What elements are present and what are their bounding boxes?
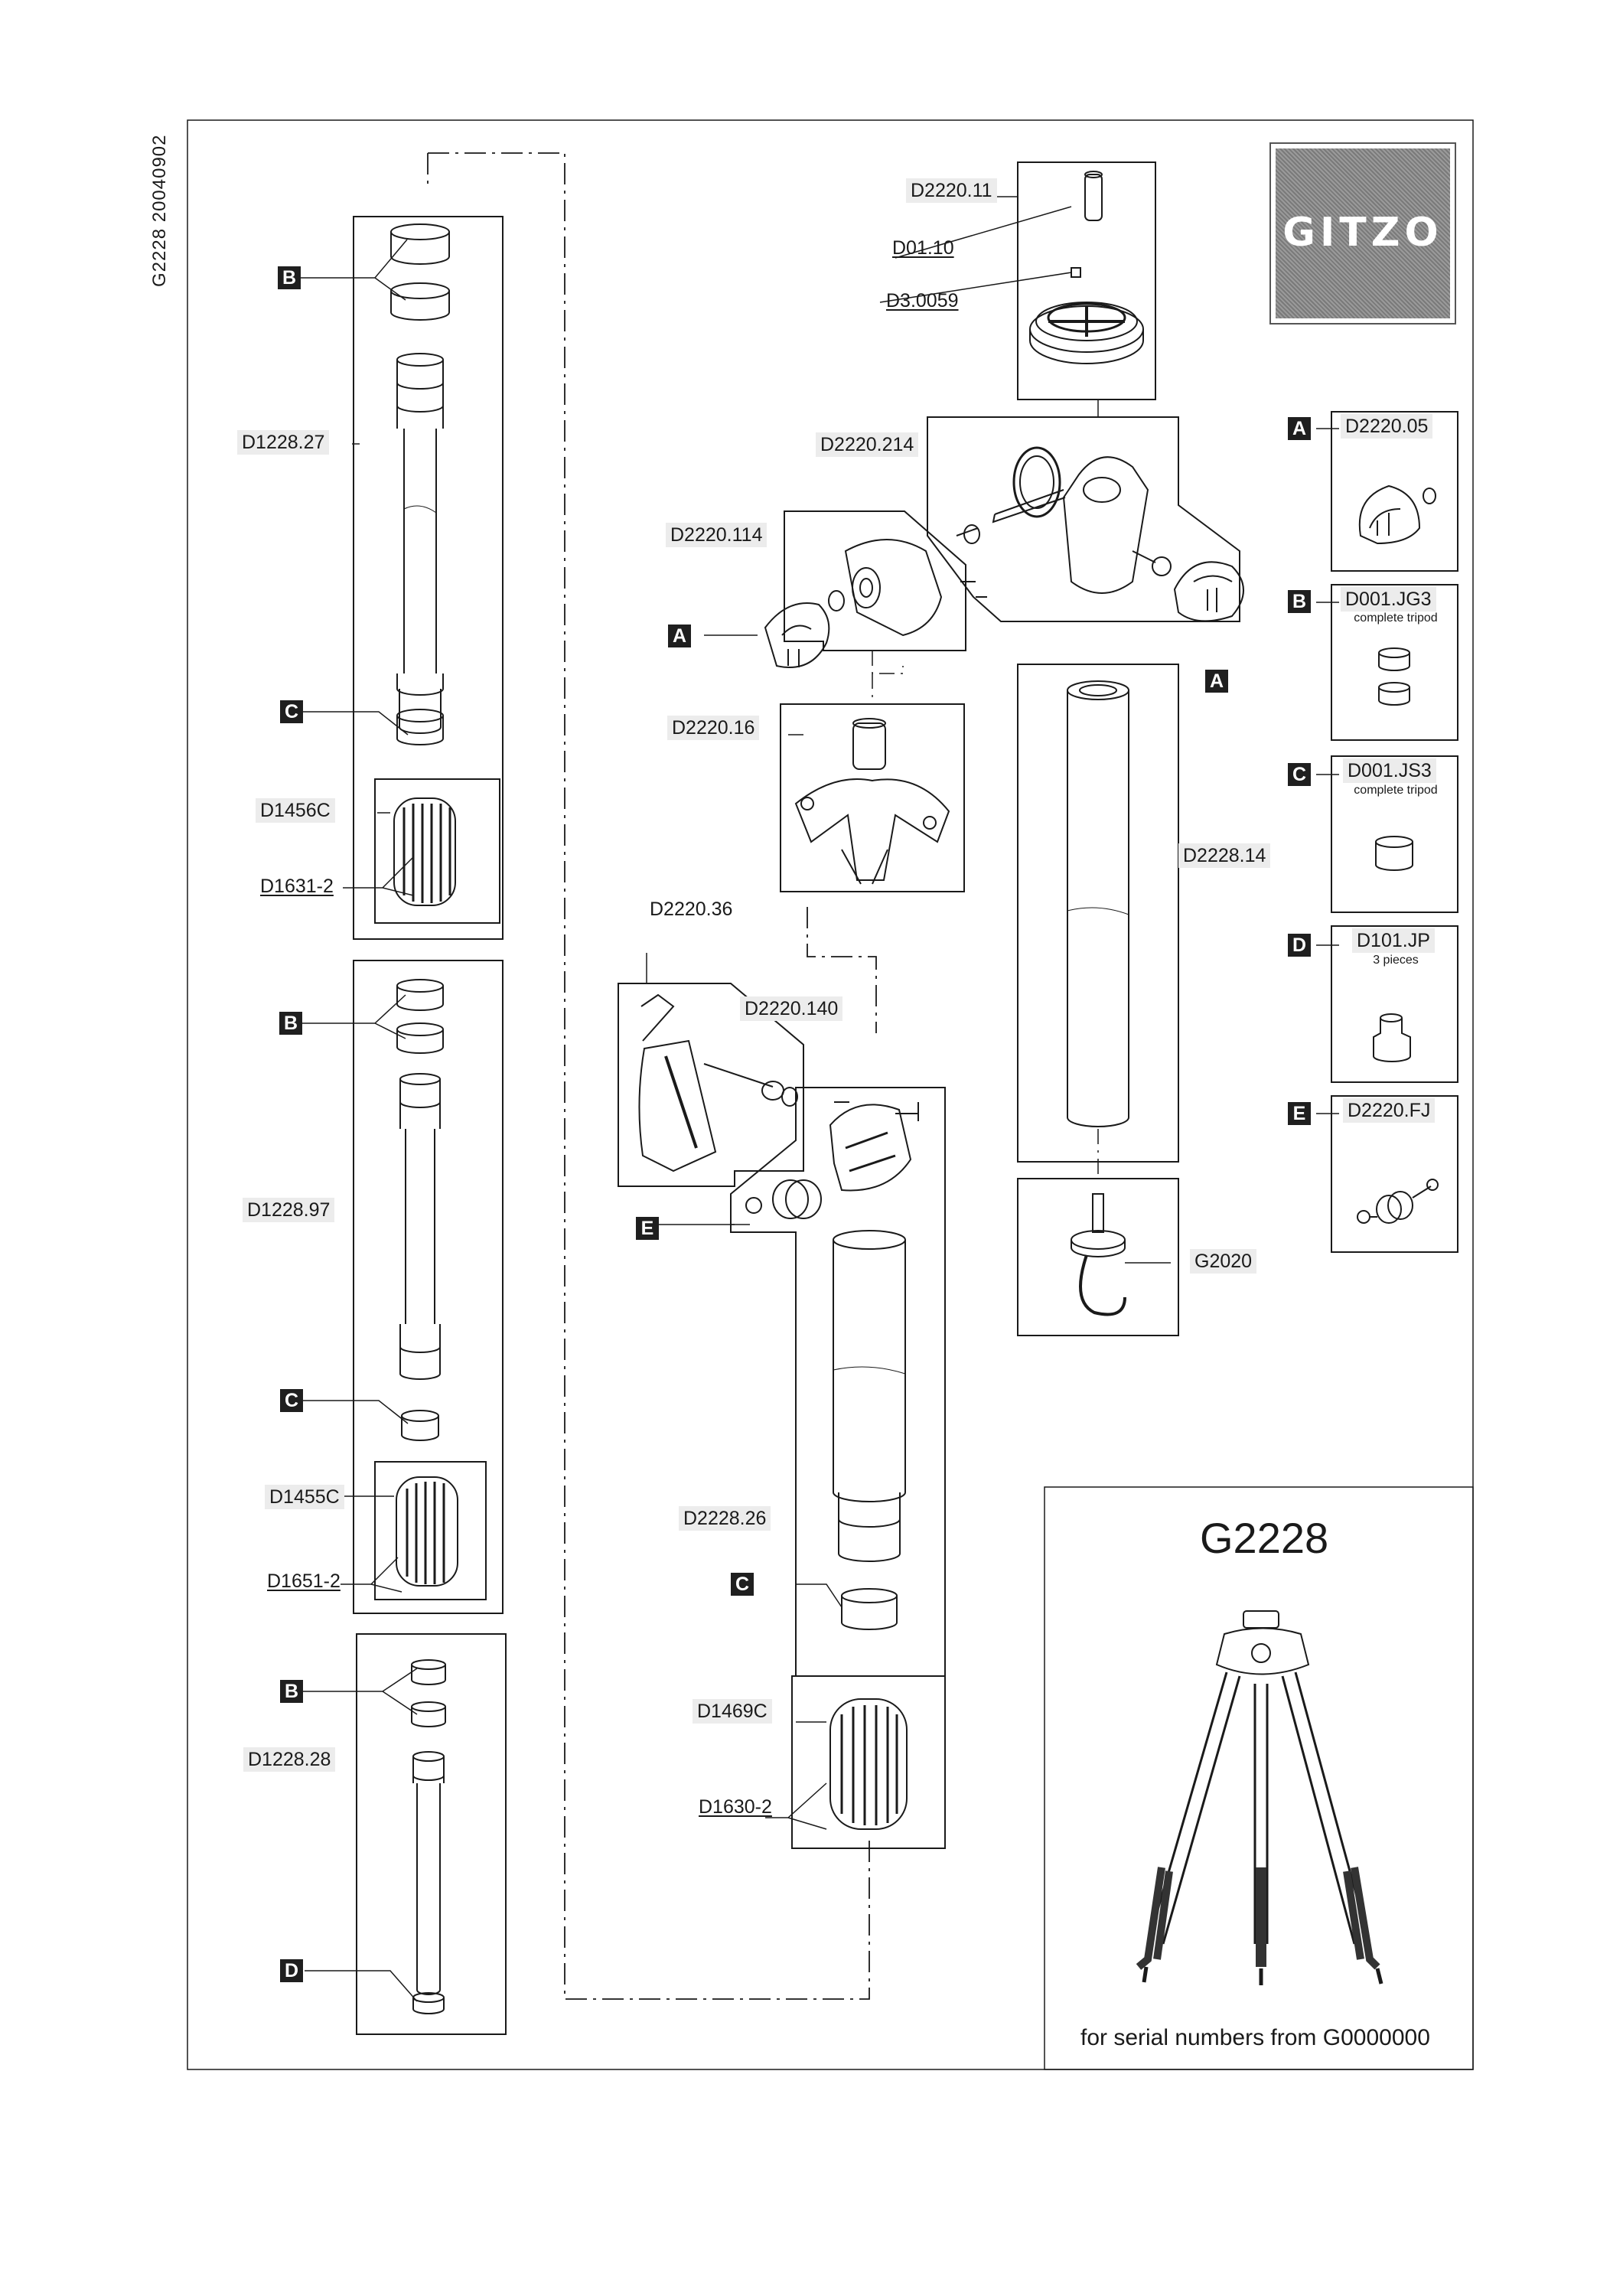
leg3-box <box>356 1633 507 2035</box>
model-title: G2228 <box>1200 1514 1329 1562</box>
kit-d-box <box>1331 925 1458 1083</box>
label-screw: D01.10 <box>892 237 954 259</box>
kit-e-letter: E <box>1288 1102 1311 1125</box>
knob-housing-box <box>784 510 966 651</box>
label-knob-housing: D2220.114 <box>666 523 768 547</box>
outer-frame <box>187 119 1474 2070</box>
kit-c-letter: C <box>1288 763 1311 786</box>
kit-a-code: D2220.05 <box>1341 414 1433 439</box>
kit-d-code: D101.JP <box>1352 928 1435 953</box>
lever-box <box>618 983 804 1187</box>
label-leg1-grip: D1456C <box>256 798 335 823</box>
kit-c-box <box>1331 755 1458 913</box>
label-leg1-sleeve: D1228.27 <box>237 430 330 455</box>
center-column-box <box>1017 664 1179 1163</box>
model-panel <box>1044 1486 1474 2070</box>
marker-a-head: A <box>1205 670 1228 693</box>
spider-box <box>780 703 965 892</box>
label-leg3-sleeve: D1228.28 <box>243 1747 336 1772</box>
label-lever-assembly: D2220.140 <box>740 996 843 1021</box>
label-top-plate: D2220.11 <box>906 178 997 203</box>
leg1-grip-box <box>374 778 500 924</box>
kit-e-code: D2220.FJ <box>1343 1098 1436 1123</box>
kit-d-letter: D <box>1288 934 1311 957</box>
dash-path-left <box>428 152 870 2000</box>
label-spider: D2220.16 <box>667 716 760 740</box>
label-leg2-grip-cover: D1651-2 <box>267 1570 341 1592</box>
kit-b-box <box>1331 584 1458 741</box>
leg1-box <box>353 216 504 940</box>
marker-c-leg2: C <box>280 1389 303 1412</box>
marker-b-leg2: B <box>279 1012 302 1035</box>
kit-a-box <box>1331 411 1458 572</box>
label-leg2-sleeve: D1228.97 <box>243 1198 335 1222</box>
leg-tube-box <box>730 1087 946 1849</box>
kit-e-box <box>1331 1095 1458 1253</box>
marker-c-leg-tube: C <box>731 1573 754 1596</box>
head-box <box>927 416 1240 622</box>
marker-b-leg3: B <box>280 1680 303 1703</box>
marker-d-leg3: D <box>280 1959 303 1982</box>
kit-b-note: complete tripod <box>1354 612 1438 625</box>
gitzo-logo: GITZO <box>1269 142 1456 325</box>
label-center-grip-cover: D1630-2 <box>699 1796 772 1818</box>
label-center-column: D2228.14 <box>1178 843 1271 868</box>
label-lever: D2220.36 <box>650 899 733 920</box>
leg2-box <box>353 960 504 1614</box>
logo-pattern <box>1276 148 1450 318</box>
label-center-grip: D1469C <box>693 1699 772 1724</box>
label-leg2-grip: D1455C <box>265 1485 344 1509</box>
label-leg1-grip-cover: D1631-2 <box>260 876 334 897</box>
kit-b-code: D001.JG3 <box>1341 587 1436 612</box>
kit-b-letter: B <box>1288 590 1311 613</box>
label-head: D2220.214 <box>816 432 919 457</box>
logo-text: GITZO <box>1282 210 1443 256</box>
marker-a-housing: A <box>668 625 691 647</box>
marker-b-leg1: B <box>278 266 301 289</box>
label-pin: D3.0059 <box>886 290 959 311</box>
kit-c-code: D001.JS3 <box>1343 758 1436 783</box>
marker-c-leg1: C <box>280 700 303 723</box>
leg2-grip-box <box>374 1461 487 1600</box>
label-leg-tube: D2228.26 <box>679 1506 771 1531</box>
kit-c-note: complete tripod <box>1354 784 1438 797</box>
marker-e-hinge: E <box>636 1217 659 1240</box>
hook-box <box>1017 1178 1179 1336</box>
label-hook: G2020 <box>1190 1249 1257 1274</box>
kit-a-letter: A <box>1288 417 1311 440</box>
kit-d-note: 3 pieces <box>1373 954 1419 967</box>
serial-note: for serial numbers from G0000000 <box>1080 2025 1430 2050</box>
